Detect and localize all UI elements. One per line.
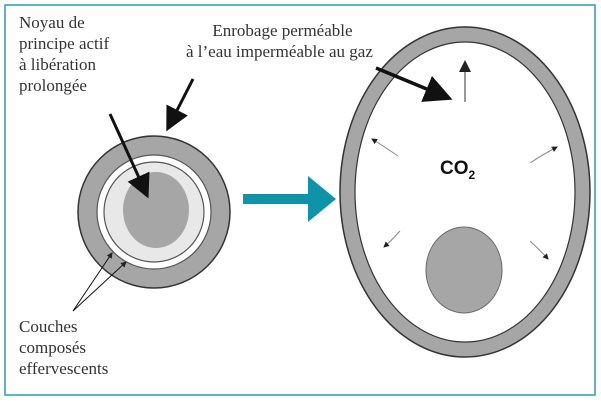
co2-label: CO2 (440, 158, 476, 182)
coating-pointer-arrow (166, 78, 195, 132)
core-pointer-arrow (108, 113, 150, 199)
transition-arrow (243, 176, 336, 222)
gas-pressure-arrow (529, 240, 549, 260)
gas-pressure-arrow (529, 146, 558, 164)
coating-pointer-arrow-right (375, 66, 453, 102)
layer-pointer-arrow (72, 261, 127, 312)
core-label: Noyau de principe actif à libération pro… (19, 13, 110, 95)
coating-label: Enrobage perméable à l’eau imperméable a… (186, 21, 373, 61)
tablet-intact (77, 135, 231, 289)
layer-pointer-arrow (72, 252, 113, 312)
layers-label: Couches composés effervescents (19, 317, 109, 378)
tablet-swollen (339, 26, 591, 358)
frame-border (4, 4, 596, 396)
gas-pressure-arrow (383, 230, 401, 248)
gas-pressure-arrow (371, 138, 399, 157)
